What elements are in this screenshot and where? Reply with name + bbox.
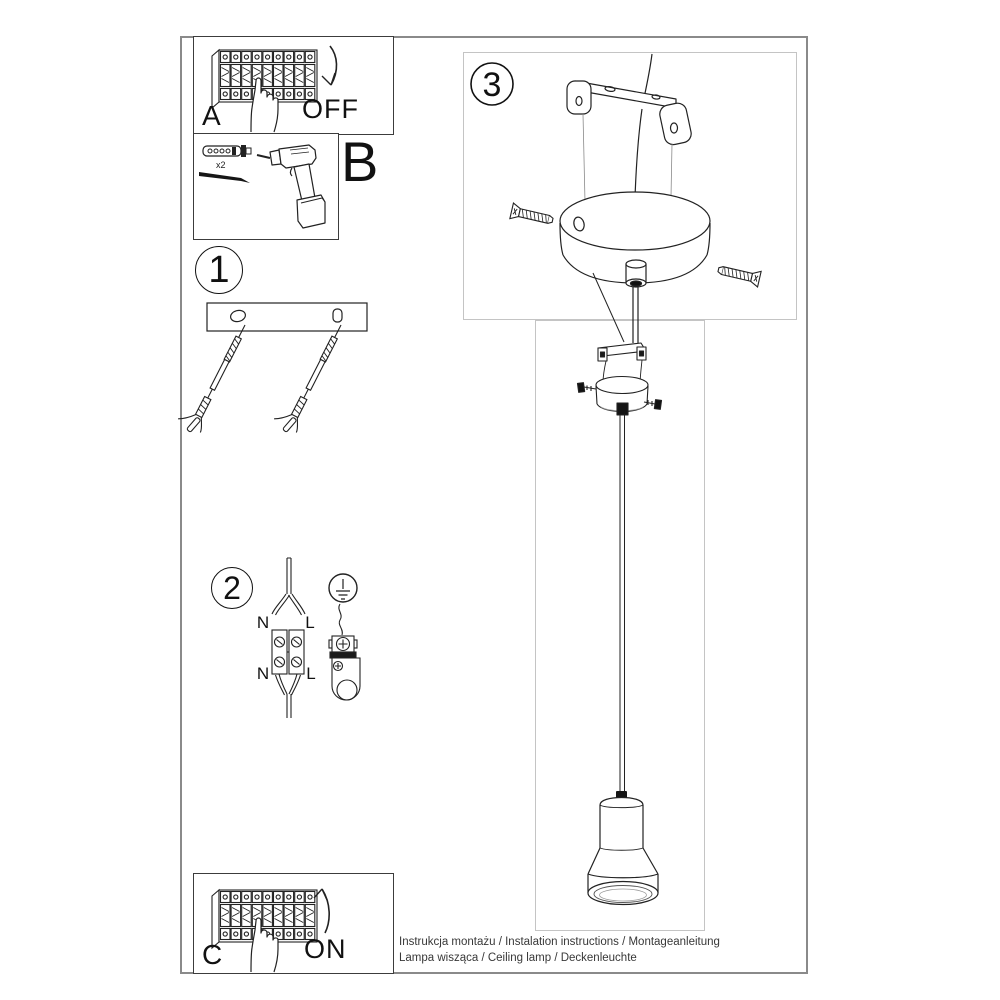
step-2-badge: 2 [211,567,253,609]
footer-text: Instrukcja montażu / Instalation instruc… [399,934,799,966]
footer-line-2: Lampa wisząca / Ceiling lamp / Deckenleu… [399,952,637,964]
step-2-number: 2 [223,569,241,606]
detail-box [535,320,705,931]
live-label-top: L [305,613,314,632]
curved-arrow-up-icon [313,888,330,934]
curved-arrow-down-icon [321,45,338,86]
wall-plug-icon [202,145,252,157]
canopy-screw-left [509,202,555,229]
panel-a-box: A OFF [193,36,394,135]
ceiling-bracket-drawing [566,53,692,203]
panel-b-box: x2 [193,133,339,240]
step-3-badge [470,62,514,106]
panel-c-label: C [202,939,223,970]
pendant-cord [619,415,625,792]
plug-quantity-label: x2 [216,160,226,170]
ground-clamp-drawing [328,603,361,701]
live-label-bottom: L [306,664,315,683]
footer-line-1: Instrukcja montażu / Instalation instruc… [399,936,720,948]
panel-b-label: B [341,130,379,193]
drill-icon [256,144,326,229]
drill-bit-icon [199,172,250,183]
canopy-drawing [559,191,711,343]
lampshade-drawing [587,796,659,906]
panel-3-box [463,52,797,320]
screw-anchor-right [270,316,350,437]
neutral-label-bottom: N [257,664,269,683]
step-1-number: 1 [208,248,230,291]
wiring-diagram: N L N L [257,557,361,718]
step-1-badge: 1 [195,246,243,294]
ground-symbol-icon [328,573,358,603]
page-border [180,36,808,974]
cord-grip-drawing [576,342,663,416]
on-label: ON [304,934,347,964]
off-label: OFF [302,94,359,124]
neutral-label-top: N [257,613,269,632]
assembly-drawing: 3 [463,52,797,931]
mounting-rail-drawing [174,302,368,437]
canopy-screw-right [716,261,762,288]
panel-a-label: A [202,100,221,131]
panel-c-box: C ON [193,873,394,974]
step-3-number: 3 [483,66,502,104]
